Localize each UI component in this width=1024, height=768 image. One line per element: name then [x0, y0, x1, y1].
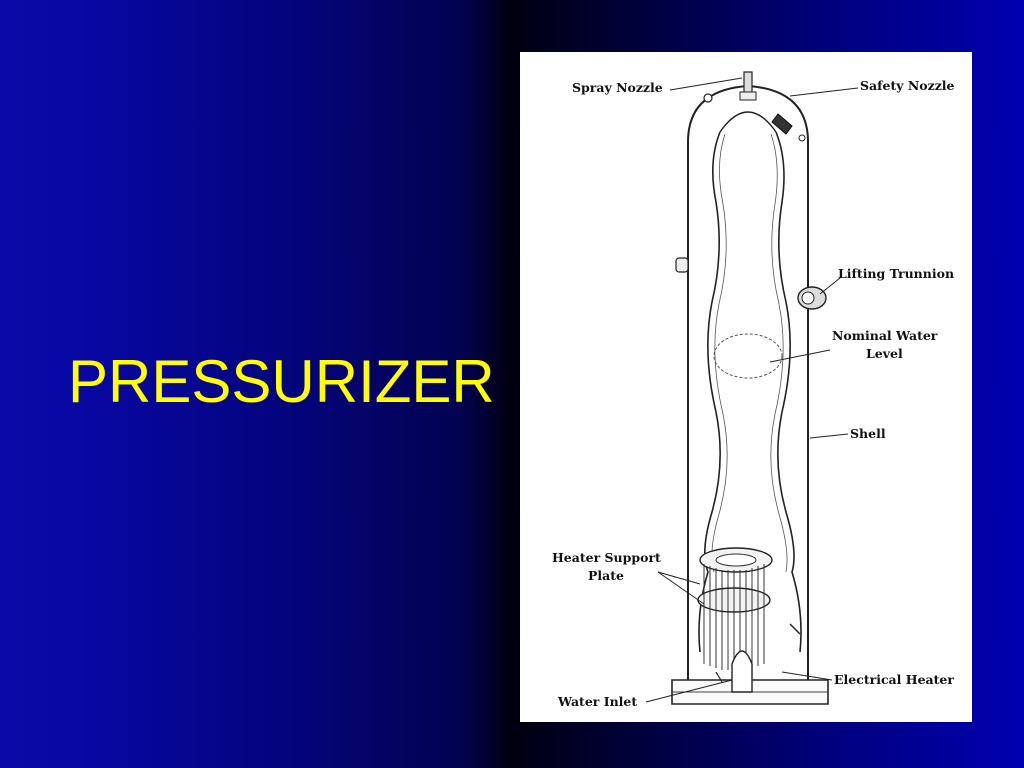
electrical-heater-rods — [703, 564, 765, 670]
label-heater-support-plate-line2: Plate — [588, 568, 624, 583]
label-lifting-trunnion: Lifting Trunnion — [838, 266, 954, 281]
label-water-inlet: Water Inlet — [557, 694, 637, 709]
label-shell: Shell — [850, 426, 886, 441]
label-safety-nozzle: Safety Nozzle — [860, 78, 955, 93]
label-heater-support-plate-line1: Heater Support — [552, 550, 661, 565]
label-spray-nozzle: Spray Nozzle — [572, 80, 663, 95]
pressurizer-drawing: Spray Nozzle Safety Nozzle Lifting Trunn… — [552, 71, 955, 709]
water-level-line — [713, 333, 783, 379]
water-inlet-shape — [731, 650, 753, 693]
safety-nozzle-shape — [771, 113, 793, 135]
inner-wall-right — [775, 131, 802, 653]
label-nominal-water-level-line1: Nominal Water — [832, 328, 938, 343]
label-nominal-water-level-line2: Level — [866, 346, 903, 361]
pressurizer-diagram: Spray Nozzle Safety Nozzle Lifting Trunn… — [520, 52, 972, 722]
slide-title: PRESSURIZER — [68, 348, 495, 415]
inner-wall-left — [698, 131, 721, 653]
label-electrical-heater: Electrical Heater — [834, 672, 954, 687]
